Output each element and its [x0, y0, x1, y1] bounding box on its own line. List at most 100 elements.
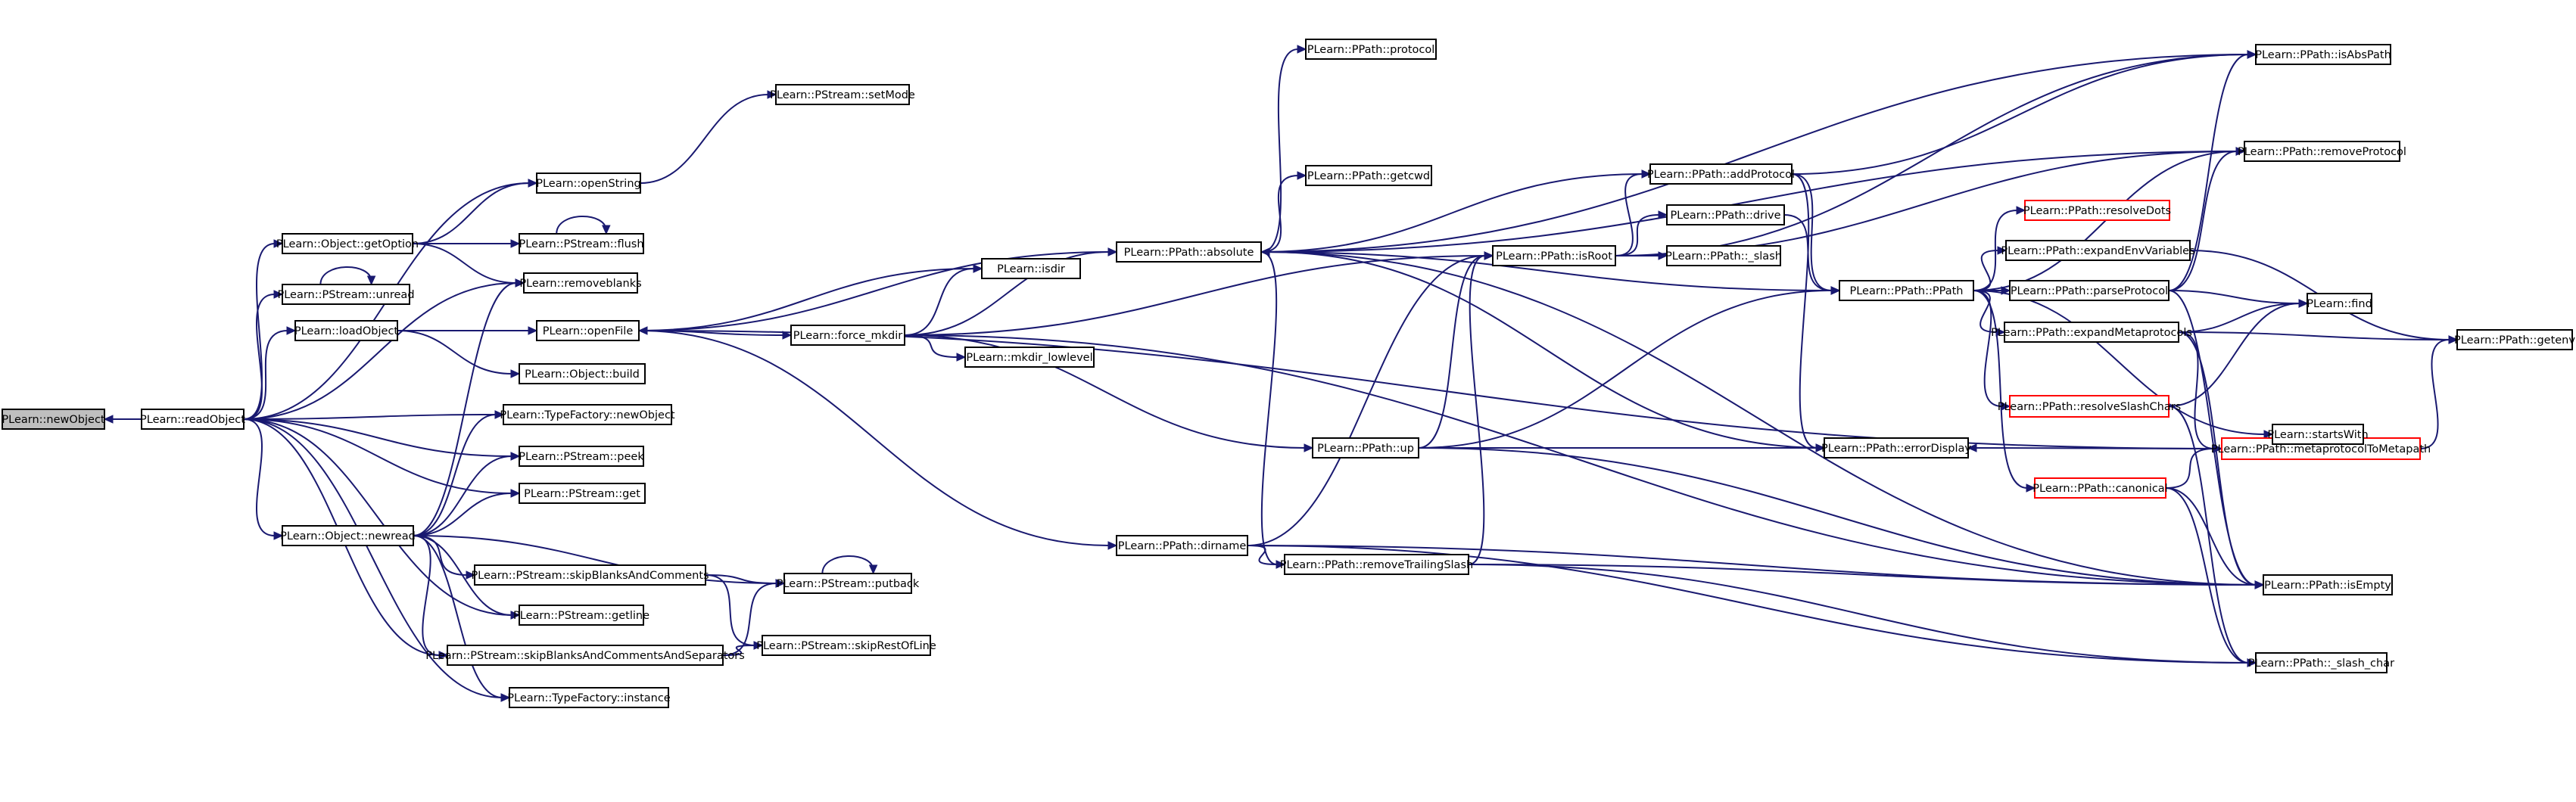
- node-label: PLearn::PPath::isRoot: [1496, 250, 1612, 263]
- edge-loadObject-to-build: [397, 330, 512, 375]
- edge-dirname-to-removeTrailing: [1247, 545, 1278, 565]
- edge-PPath-to-canonical: [1973, 290, 2028, 489]
- node-box: [2009, 395, 2170, 418]
- node-addProtocol[interactable]: PLearn::PPath::addProtocol: [1647, 163, 1795, 185]
- node-box: [762, 635, 931, 656]
- node-drive[interactable]: PLearn::PPath::drive: [1666, 204, 1785, 225]
- edge-parseProtocol-to-removeProtocol: [2168, 151, 2238, 291]
- node-box: [523, 272, 638, 294]
- edge-arrowhead: [494, 410, 505, 419]
- node-resolveSlash[interactable]: PLearn::PPath::resolveSlashChars: [1998, 395, 2182, 418]
- edge-arrowhead: [775, 579, 786, 588]
- node-newObject[interactable]: PLearn::newObject: [2, 409, 105, 430]
- node-label: PLearn::PStream::flush: [519, 238, 643, 250]
- edge-removeTrailing-to-isEmpty: [1468, 564, 2257, 586]
- node-isRoot[interactable]: PLearn::PPath::isRoot: [1492, 245, 1616, 266]
- edge-skipBC-to-putback: [705, 574, 777, 584]
- node-isEmpty[interactable]: PLearn::PPath::isEmpty: [2263, 574, 2393, 595]
- edge-resolveSlash-to-slashChar: [2168, 406, 2249, 664]
- edge-forceMkdir-to-up: [904, 334, 1306, 449]
- edge-arrowhead: [438, 651, 449, 660]
- edge-arrowhead: [366, 275, 376, 286]
- node-putback[interactable]: PLearn::PStream::putback: [777, 573, 920, 594]
- node-skipBC[interactable]: PLearn::PStream::skipBlanksAndComments: [471, 564, 709, 586]
- node-flush[interactable]: PLearn::PStream::flush: [519, 233, 644, 254]
- edge-absolute-to-addProtocol: [1260, 173, 1643, 253]
- node-absolute[interactable]: PLearn::PPath::absolute: [1116, 241, 1262, 263]
- edge-forceMkdir-to-isdir: [904, 268, 975, 336]
- node-peek[interactable]: PLearn::PStream::peek: [519, 446, 644, 467]
- node-label: PLearn::PPath::expandEnvVariables: [2001, 245, 2194, 257]
- node-protocol[interactable]: PLearn::PPath::protocol: [1305, 39, 1437, 60]
- node-find[interactable]: PLearn::find: [2307, 293, 2372, 314]
- node-label: PLearn::PPath::up: [1317, 443, 1414, 455]
- node-isAbsPath[interactable]: PLearn::PPath::isAbsPath: [2255, 44, 2391, 65]
- node-forceMkdir[interactable]: PLearn::force_mkdir: [790, 325, 905, 346]
- node-metaToMeta[interactable]: PLearn::PPath::metaprotocolToMetapath: [2211, 437, 2431, 460]
- node-getcwd[interactable]: PLearn::PPath::getcwd: [1305, 165, 1432, 186]
- node-getline[interactable]: PLearn::PStream::getline: [513, 605, 649, 626]
- edge-arrowhead: [1830, 286, 1841, 295]
- node-dirname[interactable]: PLearn::PPath::dirname: [1116, 535, 1248, 556]
- node-startsWith[interactable]: PLearn::startsWith: [2267, 424, 2369, 445]
- edge-arrowhead: [103, 415, 114, 424]
- node-build[interactable]: PLearn::Object::build: [519, 363, 646, 384]
- edge-expandMeta-to-find: [2178, 303, 2300, 333]
- edge-arrowhead: [2298, 299, 2309, 308]
- edge-readObject-to-instance: [243, 418, 503, 698]
- node-mkdirLow[interactable]: PLearn::mkdir_lowlevel: [964, 347, 1095, 368]
- edge-arrowhead: [753, 641, 764, 650]
- node-up[interactable]: PLearn::PPath::up: [1312, 437, 1419, 459]
- node-openString[interactable]: PLearn::openString: [536, 173, 641, 194]
- edge-addProtocol-to-isAbsPath: [1791, 54, 2249, 175]
- node-slashChar[interactable]: PLearn::PPath::_slash_char: [2248, 652, 2394, 673]
- node-openFile[interactable]: PLearn::openFile: [536, 320, 640, 341]
- edge-arrowhead: [2016, 206, 2026, 215]
- node-expandMeta[interactable]: PLearn::PPath::expandMetaprotocols: [1991, 322, 2192, 343]
- node-tfNewObject[interactable]: PLearn::TypeFactory::newObject: [500, 404, 675, 425]
- node-get[interactable]: PLearn::PStream::get: [519, 483, 646, 504]
- edge-getOption-to-removeblanks: [412, 243, 517, 284]
- node-box: [2255, 44, 2391, 65]
- edge-arrowhead: [528, 179, 538, 188]
- node-unread[interactable]: PLearn::PStream::unread: [277, 284, 415, 305]
- node-label: PLearn::PPath::resolveSlashChars: [1998, 401, 2182, 413]
- node-box: [536, 173, 641, 194]
- node-newread[interactable]: PLearn::Object::newread: [280, 525, 416, 546]
- node-box: [981, 258, 1081, 279]
- node-resolveDots[interactable]: PLearn::PPath::resolveDots: [2023, 200, 2171, 221]
- node-instance[interactable]: PLearn::TypeFactory::instance: [507, 687, 671, 708]
- node-removeProtocol[interactable]: PLearn::PPath::removeProtocol: [2238, 141, 2406, 162]
- node-box: [1649, 163, 1793, 185]
- node-PPath[interactable]: PLearn::PPath::PPath: [1839, 280, 1974, 301]
- edge-dirname-to-slashChar: [1247, 545, 2249, 664]
- node-skipBCS[interactable]: PLearn::PStream::skipBlanksAndCommentsAn…: [425, 645, 745, 666]
- node-skipRest[interactable]: PLearn::PStream::skipRestOfLine: [756, 635, 936, 656]
- node-box: [536, 320, 640, 341]
- edge-putback-to-putback: [821, 555, 874, 574]
- node-removeblanks[interactable]: PLearn::removeblanks: [519, 272, 642, 294]
- node-getenv[interactable]: PLearn::PPath::getenv: [2454, 329, 2575, 350]
- node-setMode[interactable]: PLearn::PStream::setMode: [770, 84, 915, 105]
- node-getOption[interactable]: PLearn::Object::getOption: [276, 233, 419, 254]
- edge-arrowhead: [1297, 45, 1307, 54]
- node-box: [282, 525, 414, 546]
- edge-resolveSlash-to-find: [2168, 303, 2300, 407]
- node-label: PLearn::force_mkdir: [793, 330, 903, 342]
- node-readObject[interactable]: PLearn::readObject: [140, 409, 245, 430]
- edge-arrowhead: [510, 452, 521, 461]
- edge-readObject-to-unread: [243, 294, 276, 420]
- node-slash[interactable]: PLearn::PPath::_slash: [1665, 245, 1782, 266]
- node-expandEnv[interactable]: PLearn::PPath::expandEnvVariables: [2001, 240, 2195, 261]
- edge-arrowhead: [515, 278, 525, 288]
- node-isdir[interactable]: PLearn::isdir: [981, 258, 1081, 279]
- edge-arrowhead: [1484, 251, 1494, 260]
- node-removeTrailing[interactable]: PLearn::PPath::removeTrailingSlash: [1280, 554, 1473, 575]
- node-canonical[interactable]: PLearn::PPath::canonical: [2032, 477, 2168, 499]
- node-label: PLearn::PPath::addProtocol: [1647, 169, 1795, 181]
- node-errorDisplay[interactable]: PLearn::PPath::errorDisplay: [1821, 437, 1971, 459]
- node-loadObject[interactable]: PLearn::loadObject: [294, 320, 399, 341]
- node-label: PLearn::PPath::isEmpty: [2264, 580, 2391, 592]
- edge-up-to-isRoot: [1418, 255, 1486, 449]
- node-parseProtocol[interactable]: PLearn::PPath::parseProtocol: [2009, 280, 2170, 301]
